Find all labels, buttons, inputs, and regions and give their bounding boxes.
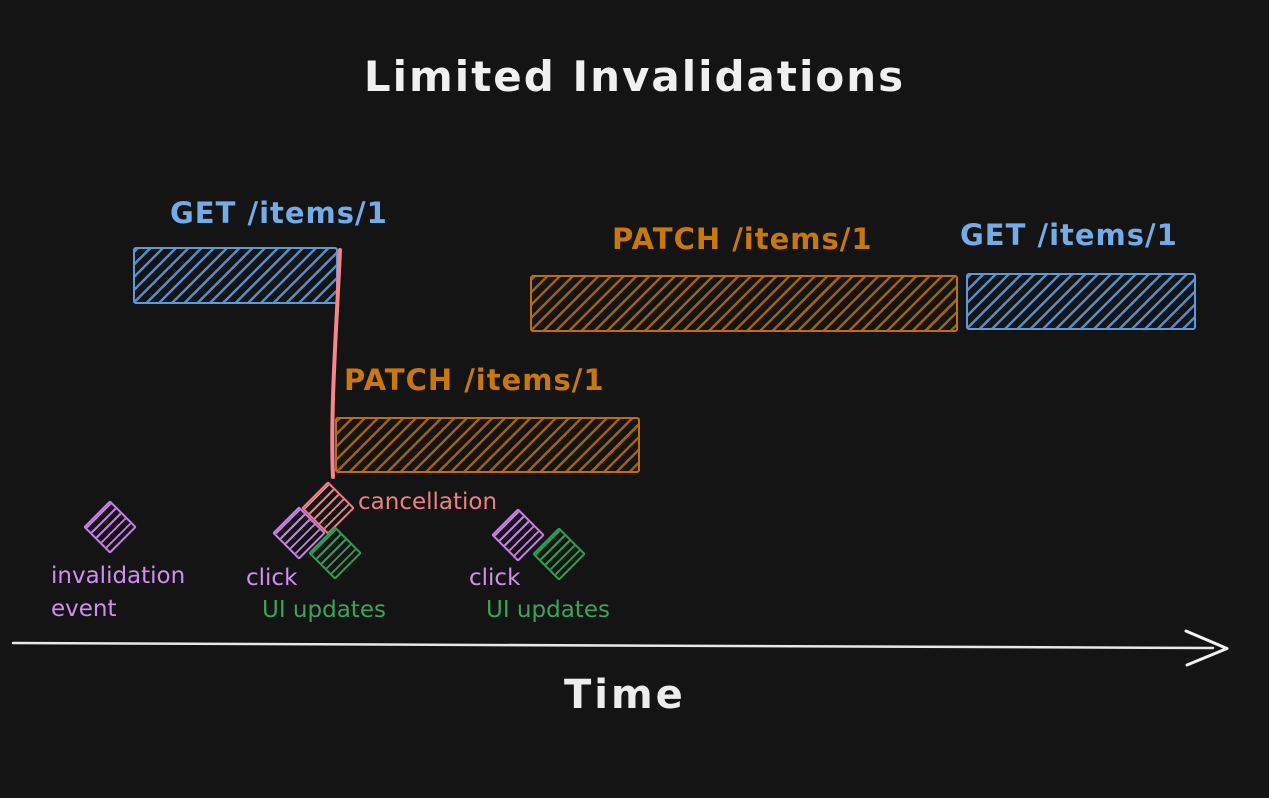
request-label-get-refetch: GET /items/1 [960,218,1178,252]
time-axis-line [11,641,1215,650]
invalidation-event-label-line2: event [51,596,117,622]
request-bar-patch-cancelled [335,417,640,473]
request-bar-get-first [133,247,338,304]
time-axis-label: Time [564,672,686,718]
click-label-first: click [246,565,298,591]
request-bar-get-refetch [966,273,1196,330]
request-label-patch-cancelled: PATCH /items/1 [344,363,605,397]
request-label-patch-second: PATCH /items/1 [612,222,873,256]
time-axis-arrowhead [1184,629,1229,667]
cancellation-label: cancellation [358,489,498,515]
ui-updates-label-first: UI updates [262,597,386,623]
click-label-second: click [469,565,521,591]
ui-updates-label-second: UI updates [486,597,610,623]
request-bar-patch-second [530,275,958,332]
invalidation-event-label: invalidation event [51,560,185,626]
request-label-get-first: GET /items/1 [170,196,388,230]
invalidation-event-marker [83,500,137,554]
diagram-title: Limited Invalidations [363,52,906,101]
invalidation-event-label-line1: invalidation [51,563,186,589]
